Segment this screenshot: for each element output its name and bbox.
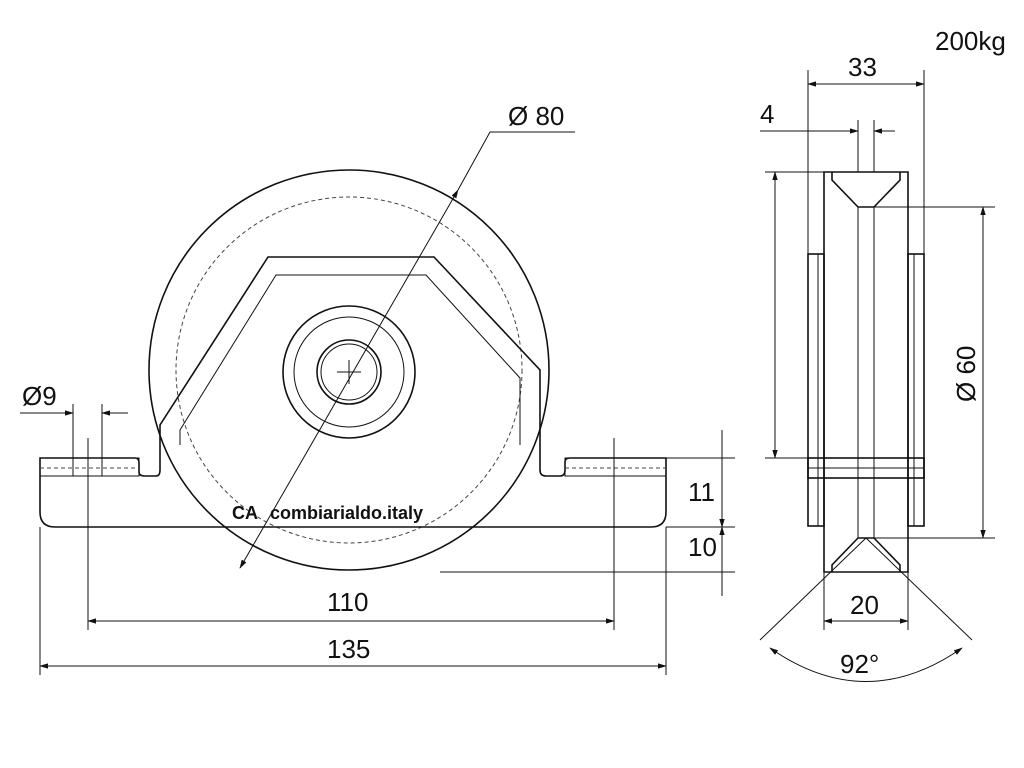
bracket-inner-line	[179, 274, 521, 445]
wheel-diameter-leader-ext	[457, 131, 491, 191]
front-view: Ø 80 CA combiarialdo.italy Ø9 11 10 110 …	[20, 101, 735, 675]
wheel-diameter-label: Ø 80	[508, 101, 564, 131]
right-slot	[564, 457, 667, 477]
wheel-outline	[148, 169, 550, 571]
left-slot	[39, 457, 140, 477]
bracket-body	[39, 256, 667, 528]
wheel-below-base-label: 10	[688, 532, 717, 562]
angle-leg-right	[865, 537, 973, 641]
hole-spacing-label: 110	[327, 587, 368, 617]
wheel-side-profile	[823, 171, 909, 573]
plate-left	[807, 253, 825, 527]
angle-leg-left	[759, 537, 867, 641]
overall-width-label: 33	[848, 52, 877, 82]
plate-thickness-label: 4	[760, 99, 774, 129]
groove-bottom	[831, 537, 901, 572]
angle-arc	[769, 647, 963, 682]
groove-top	[831, 172, 901, 208]
brand-name: combiarialdo.italy	[270, 503, 423, 523]
side-view: 33 4 Ø 60 20 92°	[759, 52, 995, 682]
wheel-width-label: 20	[850, 590, 879, 620]
groove-angle-label: 92°	[840, 649, 879, 679]
base-length-label: 135	[327, 634, 370, 664]
base-height-label: 11	[688, 477, 715, 507]
hole-diameter-label: Ø9	[22, 381, 57, 411]
plate-right	[907, 253, 925, 527]
load-capacity-label: 200kg	[935, 26, 1006, 56]
brand-logo-mark: CA	[232, 503, 258, 523]
wheel-diameter-leader	[239, 189, 459, 569]
groove-diameter-label: Ø 60	[951, 346, 981, 402]
